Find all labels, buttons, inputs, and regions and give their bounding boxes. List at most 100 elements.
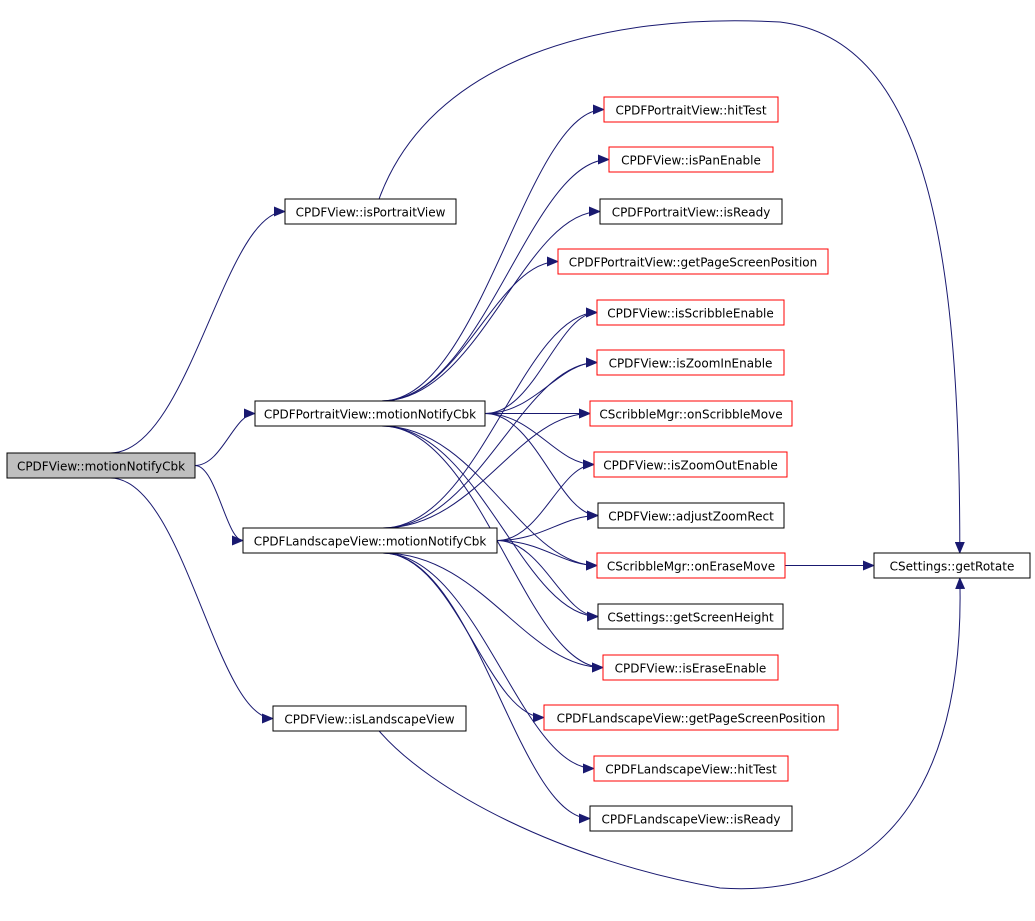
function-nodes: CPDFView::motionNotifyCbk CPDFView::isPor… [6, 96, 1031, 832]
node-cpdfview-motionnotifycbk[interactable]: CPDFView::motionNotifyCbk [6, 452, 196, 479]
edge-lpmn-to-lrdy [382, 552, 591, 824]
edge-line [484, 357, 598, 414]
edge-lpmn-to-lgsp [382, 552, 545, 723]
node-box[interactable] [254, 400, 486, 427]
node-cscribblemgr-onscribblemove[interactable]: CScribbleMgr::onScribbleMove [589, 400, 793, 427]
node-cpdfview-ispanenable[interactable]: CPDFView::isPanEnable [608, 146, 774, 173]
edge-lpmn-to-scmv [382, 408, 591, 529]
node-box[interactable] [589, 805, 793, 832]
node-cpdfview-isscribbleenable[interactable]: CPDFView::isScribbleEnable [596, 299, 785, 326]
node-box[interactable] [6, 452, 196, 479]
node-box[interactable] [543, 704, 839, 731]
node-box[interactable] [242, 527, 498, 554]
node-box[interactable] [593, 755, 789, 782]
node-label: CSettings::getRotate [890, 560, 1015, 574]
edge-ppmn-to-scr [484, 307, 598, 414]
node-cpdflandscapeview-hittest[interactable]: CPDFLandscapeView::hitTest [593, 755, 789, 782]
edge-lpmn-to-azr [496, 510, 599, 541]
node-label: CPDFPortraitView::hitTest [615, 104, 766, 118]
edge-lpmn-to-erm [496, 540, 598, 571]
node-box[interactable] [596, 299, 785, 326]
edge-line [194, 465, 244, 546]
edge-line [381, 154, 610, 402]
node-box[interactable] [873, 552, 1031, 579]
edge-lpmn-to-gsh [496, 540, 599, 622]
edge-ppmn-to-ere [381, 425, 604, 673]
node-box[interactable] [593, 451, 788, 478]
node-cpdfportraitview-motionnotifycbk[interactable]: CPDFPortraitView::motionNotifyCbk [254, 400, 486, 427]
node-box[interactable] [557, 248, 829, 275]
node-cpdfview-iszoominenable[interactable]: CPDFView::isZoomInEnable [596, 349, 785, 376]
node-cpdfview-iseraseenable[interactable]: CPDFView::isEraseEnable [602, 654, 779, 681]
node-csettings-getrotate[interactable]: CSettings::getRotate [873, 552, 1031, 579]
node-cpdfportraitview-getpagescreenposition[interactable]: CPDFPortraitView::getPageScreenPosition [557, 248, 829, 275]
node-label: CPDFView::isPanEnable [621, 154, 761, 168]
edge-line [378, 577, 966, 890]
node-cpdfportraitview-isready[interactable]: CPDFPortraitView::isReady [599, 198, 783, 225]
node-label: CPDFView::isZoomOutEnable [603, 459, 777, 473]
edge-ppmn-to-pgsp [381, 256, 559, 402]
node-box[interactable] [284, 198, 457, 225]
node-label: CPDFView::adjustZoomRect [608, 510, 774, 524]
node-label: CScribbleMgr::onEraseMove [607, 560, 775, 574]
edge-ppmn-to-azr [484, 413, 599, 521]
edge-line [381, 425, 598, 571]
node-box[interactable] [597, 603, 784, 630]
node-cpdfportraitview-hittest[interactable]: CPDFPortraitView::hitTest [603, 96, 779, 123]
edge-line [381, 425, 599, 622]
edge-line [382, 357, 598, 529]
node-label: CPDFView::isEraseEnable [615, 662, 767, 676]
edge-lpmn-to-lht [382, 552, 595, 774]
edge-line [194, 408, 256, 466]
node-box[interactable] [589, 400, 793, 427]
node-cscribblemgr-onerasemove[interactable]: CScribbleMgr::onEraseMove [596, 552, 786, 579]
node-label: CSettings::getScreenHeight [607, 611, 774, 625]
edge-line [382, 307, 598, 529]
node-cpdflandscapeview-isready[interactable]: CPDFLandscapeView::isReady [589, 805, 793, 832]
node-cpdflandscapeview-motionnotifycbk[interactable]: CPDFLandscapeView::motionNotifyCbk [242, 527, 498, 554]
node-label: CPDFLandscapeView::hitTest [605, 763, 777, 777]
node-cpdflandscapeview-getpagescreenposition[interactable]: CPDFLandscapeView::getPageScreenPosition [543, 704, 839, 731]
edge-line [378, 20, 965, 554]
edge-ppmn-to-gsh [381, 425, 599, 622]
edge-line [382, 552, 591, 824]
edge-ppmn-to-erm [381, 425, 598, 571]
edge-root-to-ppmn [194, 408, 256, 466]
edge-line [381, 104, 605, 402]
node-box[interactable] [596, 552, 786, 579]
edge-ppmn-to-zout [484, 413, 595, 470]
edge-root-to-lpmn [194, 465, 244, 546]
edge-line [382, 552, 595, 774]
node-label: CPDFPortraitView::motionNotifyCbk [264, 408, 476, 422]
node-label: CPDFView::isScribbleEnable [607, 307, 774, 321]
edge-line [381, 425, 604, 673]
edge-line [496, 510, 599, 541]
edge-ppmn-to-prdy [381, 206, 601, 402]
node-csettings-getscreenheight[interactable]: CSettings::getScreenHeight [597, 603, 784, 630]
node-cpdfview-adjustzoomrect[interactable]: CPDFView::adjustZoomRect [597, 502, 785, 529]
call-edges [110, 20, 966, 890]
node-box[interactable] [603, 96, 779, 123]
node-label: CPDFPortraitView::getPageScreenPosition [569, 256, 818, 270]
edge-ppmn-to-pan [381, 154, 610, 402]
node-cpdfview-islandscapeview[interactable]: CPDFView::isLandscapeView [272, 705, 467, 732]
node-label: CPDFView::isPortraitView [296, 206, 446, 220]
edge-lpmn-to-zin [382, 357, 598, 529]
edge-line [484, 307, 598, 414]
edge-line [382, 408, 591, 529]
node-cpdfview-isportraitview[interactable]: CPDFView::isPortraitView [284, 198, 457, 225]
node-label: CPDFLandscapeView::getPageScreenPosition [557, 712, 826, 726]
node-box[interactable] [602, 654, 779, 681]
node-box[interactable] [608, 146, 774, 173]
node-label: CPDFPortraitView::isReady [612, 206, 771, 220]
edge-line [110, 477, 274, 724]
node-box[interactable] [597, 502, 785, 529]
node-box[interactable] [272, 705, 467, 732]
edge-ispv-to-rot [378, 20, 965, 554]
edge-lpmn-to-zout [496, 459, 595, 541]
node-cpdfview-iszoomoutenable[interactable]: CPDFView::isZoomOutEnable [593, 451, 788, 478]
edge-lpmn-to-ere [382, 552, 604, 673]
node-box[interactable] [599, 198, 783, 225]
node-box[interactable] [596, 349, 785, 376]
